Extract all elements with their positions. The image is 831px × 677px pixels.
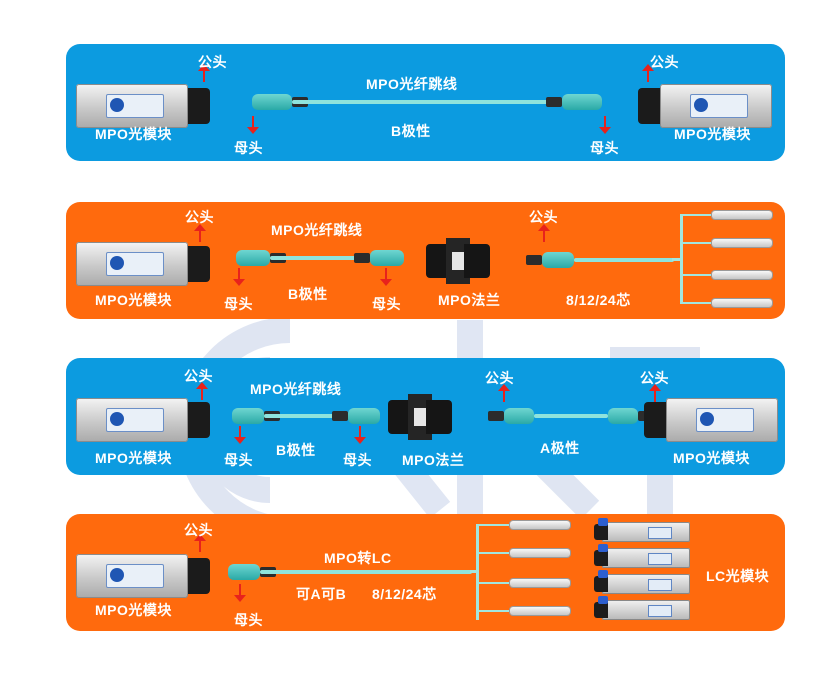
female-label: 母头: [234, 612, 263, 628]
module-label-left: MPO光模块: [95, 126, 172, 142]
polarity-label: B极性: [288, 286, 328, 302]
male-label-1: 公头: [185, 209, 214, 225]
brand-logo-icon: [110, 98, 124, 112]
male-label: 公头: [184, 522, 213, 538]
lc-connector-icon: [712, 299, 772, 307]
mpo-module-left: [76, 398, 210, 442]
polarity-label: B极性: [391, 123, 431, 139]
fiber-count-label: 8/12/24芯: [566, 292, 631, 308]
brand-logo-icon: [110, 412, 124, 426]
lc-module-label: LC光模块: [706, 568, 770, 584]
mpo-connector-left: [236, 250, 286, 266]
panel-1-mpo-to-mpo: MPO光模块 公头 MPO光纤跳线 B极性 母头 母头 公头 MPO光模块: [66, 44, 785, 161]
arrow-up-icon: [194, 534, 206, 552]
mpo-connector-right: [608, 408, 654, 424]
female-label-2: 母头: [343, 452, 372, 468]
arrow-up-icon: [194, 224, 206, 242]
mpo-module-left: [76, 84, 210, 128]
lc-module: [594, 544, 690, 568]
cable-title: MPO光纤跳线: [366, 76, 458, 92]
mpo-connector-right: [332, 408, 380, 424]
arrow-up-icon: [642, 64, 654, 82]
male-label-2: 公头: [485, 370, 514, 386]
female-label-right: 母头: [590, 140, 619, 156]
arrow-down-icon: [247, 116, 259, 134]
arrow-down-icon: [354, 426, 366, 444]
lc-module: [594, 518, 690, 542]
brand-logo-icon: [694, 98, 708, 112]
female-label-left: 母头: [234, 140, 263, 156]
female-label-2: 母头: [372, 296, 401, 312]
arrow-down-icon: [234, 584, 246, 602]
fiber-cable-fanout: [574, 258, 674, 262]
male-label-2: 公头: [529, 209, 558, 225]
lc-connector-icon: [510, 521, 570, 529]
module-label: MPO光模块: [95, 602, 172, 618]
arrow-up-icon: [198, 64, 210, 82]
lc-fanout-breakout: [470, 514, 590, 631]
lc-connector-icon: [510, 579, 570, 587]
flange-label: MPO法兰: [438, 292, 501, 308]
arrow-down-icon: [234, 426, 246, 444]
lc-connector-icon: [712, 239, 772, 247]
fiber-cable: [292, 100, 562, 104]
arrow-down-icon: [599, 116, 611, 134]
male-label-1: 公头: [184, 368, 213, 384]
lc-connector-icon: [510, 607, 570, 615]
mpo-connector-fanout: [526, 252, 574, 268]
cable-title: MPO光纤跳线: [250, 381, 342, 397]
panel-3-mpo-flange-mpo: MPO光模块 公头 MPO光纤跳线 母头 B极性 母头 MPO法兰 公头 A极性…: [66, 358, 785, 475]
polarity-a-label: A极性: [540, 440, 580, 456]
lc-connector-icon: [712, 271, 772, 279]
lc-module: [594, 570, 690, 594]
polarity-note: 可A可B: [296, 586, 347, 602]
fiber-cable: [260, 570, 472, 574]
arrow-up-icon: [498, 384, 510, 402]
mpo-connector-left: [252, 94, 308, 110]
mpo-module-right: [644, 398, 778, 442]
polarity-b-label: B极性: [276, 442, 316, 458]
mpo-connector: [228, 564, 276, 580]
arrow-up-icon: [196, 382, 208, 400]
module-label: MPO光模块: [95, 292, 172, 308]
female-label-1: 母头: [224, 296, 253, 312]
mpo-module: [76, 242, 210, 286]
arrow-down-icon: [380, 268, 392, 286]
fiber-cable: [270, 256, 370, 260]
module-label-left: MPO光模块: [95, 450, 172, 466]
brand-logo-icon: [110, 256, 124, 270]
cable-title: MPO转LC: [324, 550, 392, 566]
lc-connector-icon: [712, 211, 772, 219]
mpo-module-right: [638, 84, 772, 128]
female-label-1: 母头: [224, 452, 253, 468]
lc-connector-icon: [510, 549, 570, 557]
lc-fanout-breakout: [672, 202, 785, 319]
module-label-right: MPO光模块: [673, 450, 750, 466]
male-label-right: 公头: [650, 54, 679, 70]
module-label-right: MPO光模块: [674, 126, 751, 142]
mpo-flange-adapter: [388, 394, 452, 440]
mpo-module: [76, 554, 210, 598]
brand-logo-icon: [110, 568, 124, 582]
panel-4-mpo-to-lc: MPO光模块 公头 母头 MPO转LC 可A可B 8/12/24芯 LC光模块: [66, 514, 785, 631]
brand-logo-icon: [700, 412, 714, 426]
mpo-connector-left: [488, 408, 534, 424]
lc-module: [594, 596, 690, 620]
mpo-flange-adapter: [426, 238, 490, 284]
fiber-cable: [264, 414, 348, 418]
mpo-connector-right: [354, 250, 404, 266]
arrow-down-icon: [233, 268, 245, 286]
fiber-cable: [534, 414, 608, 418]
male-label-left: 公头: [198, 54, 227, 70]
flange-label: MPO法兰: [402, 452, 465, 468]
mpo-connector-right: [546, 94, 602, 110]
male-label-3: 公头: [640, 370, 669, 386]
arrow-up-icon: [649, 384, 661, 402]
fiber-count-label: 8/12/24芯: [372, 586, 437, 602]
mpo-connector-left: [232, 408, 280, 424]
panel-2-mpo-flange-fanout: MPO光模块 公头 MPO光纤跳线 母头 B极性 母头 MPO法兰 公头 8/1…: [66, 202, 785, 319]
cable-title: MPO光纤跳线: [271, 222, 363, 238]
arrow-up-icon: [538, 224, 550, 242]
